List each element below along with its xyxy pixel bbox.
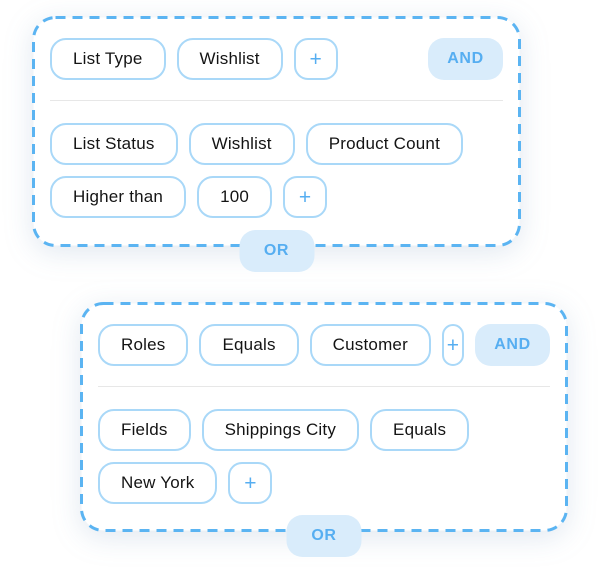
pill-wishlist-2[interactable]: Wishlist [188, 123, 295, 165]
and-badge[interactable]: AND [428, 38, 503, 80]
add-condition-button[interactable]: + [228, 462, 273, 504]
pill-equals[interactable]: Equals [199, 324, 299, 366]
pill-roles[interactable]: Roles [98, 324, 189, 366]
pill-100[interactable]: 100 [197, 176, 273, 218]
group-2-row-1: Roles Equals Customer + AND [98, 324, 550, 366]
pill-product-count[interactable]: Product Count [305, 123, 464, 165]
group-1-content: List Type Wishlist + AND List Status Wis… [32, 16, 521, 218]
pill-list-type[interactable]: List Type [50, 38, 166, 80]
group-2-row-2: Fields Shippings City Equals [98, 409, 550, 451]
group-1-row-3: Higher than 100 + [50, 176, 503, 218]
pill-shippings-city[interactable]: Shippings City [201, 409, 360, 451]
or-badge[interactable]: OR [239, 230, 314, 272]
pill-fields[interactable]: Fields [98, 409, 191, 451]
filter-group-1: List Type Wishlist + AND List Status Wis… [32, 16, 521, 272]
add-condition-button[interactable]: + [293, 38, 338, 80]
group-1-row-2: List Status Wishlist Product Count [50, 123, 503, 165]
filter-group-2: Roles Equals Customer + AND Fields Shipp… [80, 302, 568, 557]
pill-higher-than[interactable]: Higher than [50, 176, 187, 218]
add-condition-button[interactable]: + [283, 176, 328, 218]
or-badge[interactable]: OR [286, 515, 362, 557]
pill-customer[interactable]: Customer [309, 324, 431, 366]
pill-new-york[interactable]: New York [98, 462, 218, 504]
pill-equals-2[interactable]: Equals [370, 409, 470, 451]
rule-divider [50, 100, 503, 101]
rule-divider [98, 386, 550, 387]
group-1-row-1: List Type Wishlist + AND [50, 38, 503, 80]
group-2-content: Roles Equals Customer + AND Fields Shipp… [80, 302, 568, 504]
group-2-row-3: New York + [98, 462, 550, 504]
pill-wishlist[interactable]: Wishlist [176, 38, 283, 80]
and-badge[interactable]: AND [475, 324, 550, 366]
add-condition-button[interactable]: + [441, 324, 464, 366]
pill-list-status[interactable]: List Status [50, 123, 178, 165]
